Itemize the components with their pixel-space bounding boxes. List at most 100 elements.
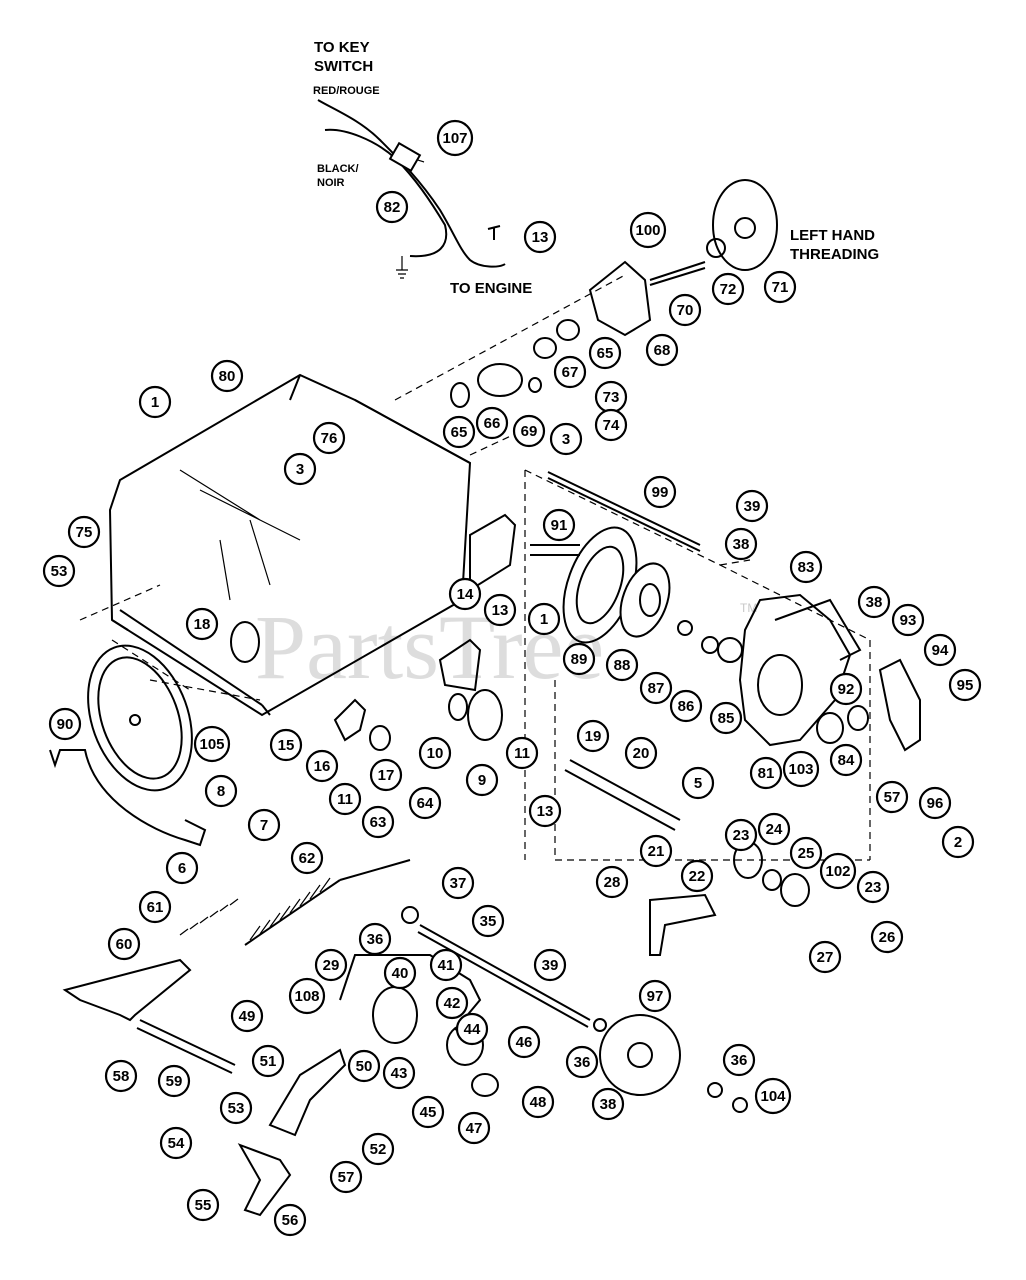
callout-number: 23	[865, 879, 882, 896]
callout-57: 57	[329, 1160, 363, 1194]
callout-51: 51	[251, 1044, 285, 1078]
callout-83: 83	[789, 550, 823, 584]
callout-96: 96	[918, 786, 952, 820]
callout-number: 58	[113, 1068, 130, 1085]
callout-number: 53	[51, 563, 68, 580]
callout-number: 92	[838, 681, 855, 698]
callout-89: 89	[562, 642, 596, 676]
callout-number: 56	[282, 1212, 299, 1229]
callout-number: 53	[228, 1100, 245, 1117]
callout-number: 73	[603, 389, 620, 406]
callout-73: 73	[594, 380, 628, 414]
callout-number: 62	[299, 850, 316, 867]
callout-27: 27	[808, 940, 842, 974]
callout-43: 43	[382, 1056, 416, 1090]
callout-55: 55	[186, 1188, 220, 1222]
callout-41: 41	[429, 948, 463, 982]
callout-14: 14	[448, 577, 482, 611]
callout-108: 108	[288, 977, 326, 1015]
callout-number: 6	[178, 860, 186, 877]
callout-15: 15	[269, 728, 303, 762]
callout-75: 75	[67, 515, 101, 549]
callout-105: 105	[193, 725, 231, 763]
callout-number: 45	[420, 1104, 437, 1121]
callout-number: 40	[392, 965, 409, 982]
callout-number: 15	[278, 737, 295, 754]
callout-number: 57	[338, 1169, 355, 1186]
callout-28: 28	[595, 865, 629, 899]
callout-number: 1	[540, 611, 548, 628]
callout-number: 42	[444, 995, 461, 1012]
callout-42: 42	[435, 986, 469, 1020]
callout-number: 36	[574, 1054, 591, 1071]
callout-39: 39	[735, 489, 769, 523]
callout-18: 18	[185, 607, 219, 641]
callout-number: 103	[788, 761, 813, 778]
callout-number: 100	[635, 222, 660, 239]
callout-number: 90	[57, 716, 74, 733]
callout-number: 84	[838, 752, 855, 769]
callout-number: 66	[484, 415, 501, 432]
callout-number: 24	[766, 821, 783, 838]
callout-number: 29	[323, 957, 340, 974]
callout-13: 13	[528, 794, 562, 828]
callout-82: 82	[375, 190, 409, 224]
callout-number: 21	[648, 843, 665, 860]
callout-23: 23	[724, 818, 758, 852]
callout-22: 22	[680, 859, 714, 893]
callout-number: 82	[384, 199, 401, 216]
callout-16: 16	[305, 749, 339, 783]
callout-number: 8	[217, 783, 225, 800]
to-key-switch-label: TO KEY	[314, 39, 370, 56]
callout-number: 25	[798, 845, 815, 862]
callout-1: 1	[138, 385, 172, 419]
callout-number: 80	[219, 368, 236, 385]
part-drawings	[49, 99, 921, 1217]
callout-48: 48	[521, 1085, 555, 1119]
callout-21: 21	[639, 834, 673, 868]
callout-68: 68	[645, 333, 679, 367]
callout-40: 40	[383, 956, 417, 990]
callout-3: 3	[549, 422, 583, 456]
callout-92: 92	[829, 672, 863, 706]
callout-number: 44	[464, 1021, 481, 1038]
callout-71: 71	[763, 270, 797, 304]
callout-number: 72	[720, 281, 737, 298]
callout-36: 36	[358, 922, 392, 956]
callout-number: 63	[370, 814, 387, 831]
callout-99: 99	[643, 475, 677, 509]
callout-number: 11	[337, 791, 353, 808]
callout-number: 18	[194, 616, 211, 633]
callout-36: 36	[722, 1043, 756, 1077]
callout-50: 50	[347, 1049, 381, 1083]
callout-62: 62	[290, 841, 324, 875]
callout-number: 59	[166, 1073, 183, 1090]
callout-49: 49	[230, 999, 264, 1033]
callout-number: 3	[562, 431, 570, 448]
callout-9: 9	[465, 763, 499, 797]
callout-53: 53	[219, 1091, 253, 1125]
callout-10: 10	[418, 736, 452, 770]
callout-93: 93	[891, 603, 925, 637]
callout-number: 81	[758, 765, 775, 782]
callout-number: 3	[296, 461, 304, 478]
callout-107: 107	[436, 119, 474, 157]
callout-number: 11	[514, 745, 530, 762]
callout-number: 13	[537, 803, 554, 820]
callout-88: 88	[605, 648, 639, 682]
callout-54: 54	[159, 1126, 193, 1160]
callout-number: 97	[647, 988, 664, 1005]
callout-59: 59	[157, 1064, 191, 1098]
callout-number: 9	[478, 772, 486, 789]
callout-number: 60	[116, 936, 133, 953]
callout-85: 85	[709, 701, 743, 735]
callout-13: 13	[483, 593, 517, 627]
callout-44: 44	[455, 1012, 489, 1046]
callout-number: 93	[900, 612, 917, 629]
callout-72: 72	[711, 272, 745, 306]
callout-56: 56	[273, 1203, 307, 1237]
callout-number: 47	[466, 1120, 483, 1137]
callout-37: 37	[441, 866, 475, 900]
callout-number: 35	[480, 913, 497, 930]
